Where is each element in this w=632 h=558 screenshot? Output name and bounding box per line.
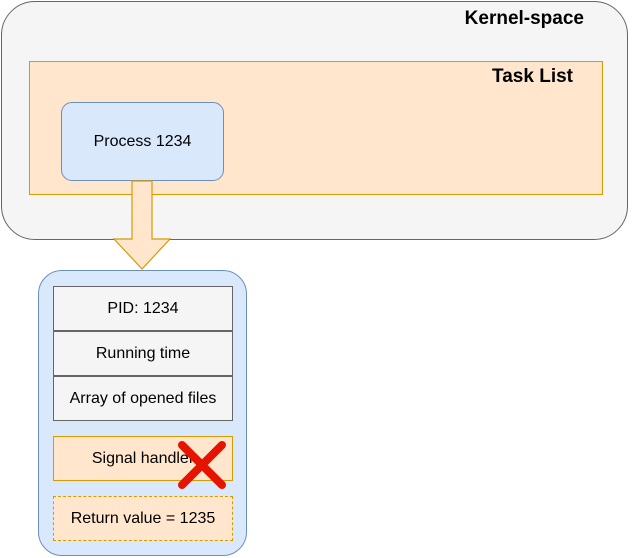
opened-files-field: Array of opened files — [53, 376, 233, 421]
task-list-label: Task List — [492, 66, 573, 87]
running-time-field-label: Running time — [95, 344, 191, 362]
down-arrow-icon — [112, 180, 172, 270]
kernel-space-label: Kernel-space — [464, 8, 584, 29]
signal-handler-field-label: Signal handler — [91, 449, 195, 467]
pid-field-label: PID: 1234 — [107, 299, 179, 317]
pid-field: PID: 1234 — [53, 286, 233, 331]
return-value-field-label: Return value = 1235 — [70, 509, 216, 527]
running-time-field: Running time — [53, 331, 233, 376]
process-node: Process 1234 — [61, 102, 224, 181]
return-value-field: Return value = 1235 — [53, 496, 233, 541]
process-label: Process 1234 — [93, 132, 192, 150]
red-cross-icon — [178, 441, 226, 489]
opened-files-field-label: Array of opened files — [69, 389, 217, 407]
